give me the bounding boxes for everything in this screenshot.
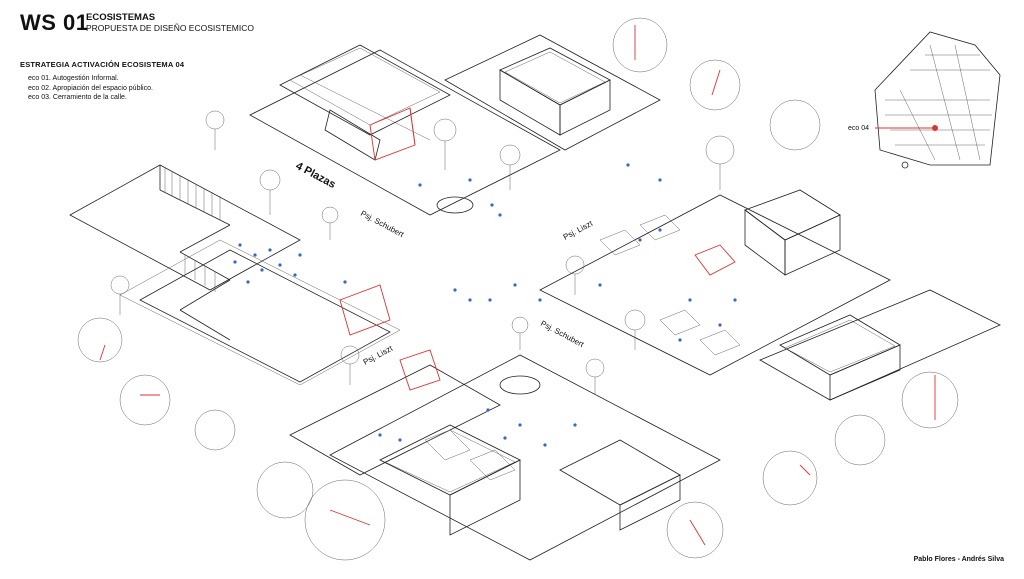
block-south-east: [759, 289, 1001, 401]
people: [233, 163, 737, 447]
detail-bubbles: [77, 17, 959, 561]
label-liszt-south: Psj. Liszt: [362, 343, 395, 366]
block-south: [329, 354, 721, 561]
strategy-list: eco 01. Autogestión Informal. eco 02. Ap…: [28, 74, 153, 103]
label-schubert-north: Psj. Schubert: [359, 209, 406, 240]
title-block: ECOSISTEMAS PROPUESTA DE DISEÑO ECOSISTE…: [86, 12, 254, 34]
strategy-item-1: eco 01. Autogestión Informal.: [28, 75, 119, 82]
block-west: [69, 164, 401, 386]
strategy-item-2: eco 02. Apropiación del espacio público.: [28, 84, 153, 92]
label-liszt-east: Psj. Liszt: [562, 218, 595, 241]
authors: Pablo Flores - Andrés Silva: [913, 556, 1004, 563]
map-label: eco 04: [848, 125, 869, 132]
location-map: eco 04: [848, 31, 1001, 169]
label-schubert-south: Psj. Schubert: [539, 319, 586, 350]
strategy-title: ESTRATEGIA ACTIVACIÓN ECOSISTEMA 04: [20, 60, 185, 69]
block-north-east: [444, 34, 661, 151]
sheet-code: WS 01: [20, 10, 89, 35]
label-4-plazas: 4 Plazas: [294, 160, 338, 191]
red-figures: [99, 25, 936, 546]
block-north: [249, 44, 561, 216]
block-south-west: [289, 284, 501, 476]
sheet-subtitle: PROPUESTA DE DISEÑO ECOSISTEMICO: [86, 23, 254, 33]
trees: [110, 110, 735, 395]
sheet-title: ECOSISTEMAS: [86, 12, 156, 23]
block-east: [539, 189, 891, 376]
strategy-item-3: eco 03. Cerramiento de la calle.: [28, 94, 127, 101]
